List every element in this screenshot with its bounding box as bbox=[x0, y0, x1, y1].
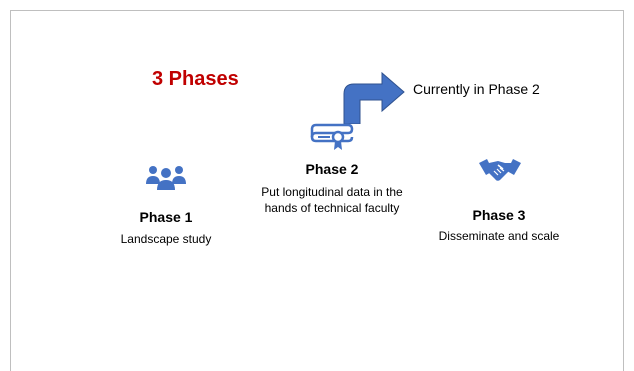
people-group-icon bbox=[146, 166, 186, 190]
bent-arrow-icon bbox=[343, 71, 405, 124]
page-title: 3 Phases bbox=[152, 68, 239, 90]
phase-2-name: Phase 2 bbox=[305, 161, 359, 177]
current-phase-status: Currently in Phase 2 bbox=[413, 81, 540, 97]
slide-canvas bbox=[10, 10, 624, 371]
phase-1-name: Phase 1 bbox=[139, 209, 193, 225]
diploma-scroll-icon bbox=[310, 123, 354, 150]
phase-3-name: Phase 3 bbox=[472, 207, 526, 223]
phase-2-description: Put longitudinal data in the hands of te… bbox=[261, 185, 403, 215]
phase-1-description: Landscape study bbox=[120, 232, 212, 246]
handshake-icon bbox=[479, 159, 521, 181]
phase-3-description: Disseminate and scale bbox=[438, 229, 560, 243]
